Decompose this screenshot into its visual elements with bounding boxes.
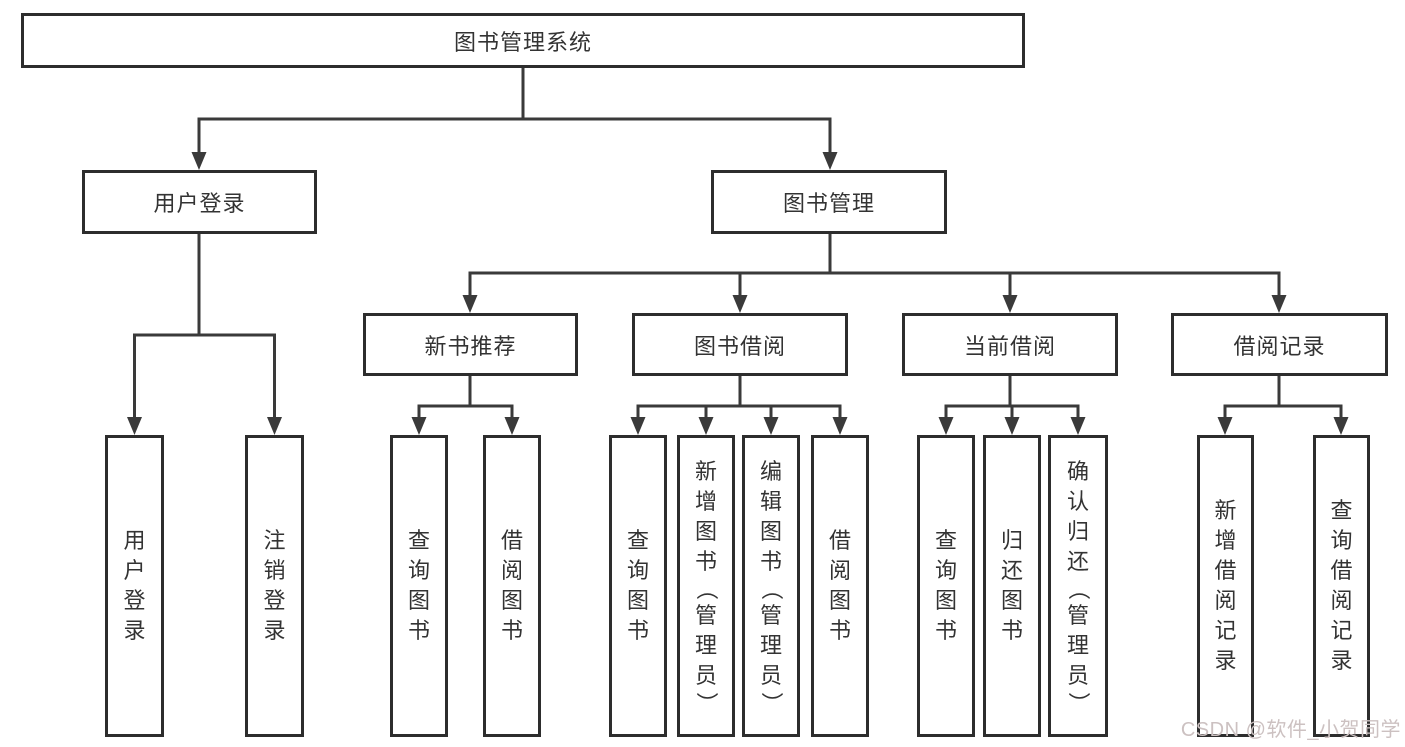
leaf-edit-books-admin: 编辑图书（管理员） — [742, 435, 800, 737]
arrowhead — [1070, 417, 1086, 435]
leaf-borrow-books-recommend: 借阅图书 — [483, 435, 541, 737]
leaf-add-books-admin: 新增图书（管理员） — [677, 435, 735, 737]
node-user-login: 用户登录 — [82, 170, 317, 234]
leaf-query-books-borrowing: 查询图书 — [609, 435, 667, 737]
leaf-add-borrow-record: 新增借阅记录 — [1197, 435, 1254, 737]
arrowhead — [411, 417, 427, 435]
leaf-query-books-current: 查询图书 — [917, 435, 975, 737]
arrowhead — [698, 417, 714, 435]
node-book-management: 图书管理 — [711, 170, 947, 234]
arrowhead — [630, 417, 646, 435]
leaf-query-borrow-record: 查询借阅记录 — [1313, 435, 1370, 737]
leaf-confirm-return-admin: 确认归还（管理员） — [1048, 435, 1108, 737]
node-book-borrowing: 图书借阅 — [632, 313, 848, 376]
arrowhead — [1271, 295, 1287, 313]
leaf-logout: 注销登录 — [245, 435, 304, 737]
node-new-book-recommendation: 新书推荐 — [363, 313, 578, 376]
arrowhead — [822, 152, 838, 170]
arrowhead — [1002, 295, 1018, 313]
node-borrowing-records: 借阅记录 — [1171, 313, 1388, 376]
arrowhead — [504, 417, 520, 435]
arrowhead — [732, 295, 748, 313]
arrowhead — [938, 417, 954, 435]
arrowhead — [191, 152, 207, 170]
leaf-query-books-recommend: 查询图书 — [390, 435, 448, 737]
arrowhead — [462, 295, 478, 313]
arrowhead — [1004, 417, 1020, 435]
leaf-borrow-books: 借阅图书 — [811, 435, 869, 737]
leaf-return-books: 归还图书 — [983, 435, 1041, 737]
arrowhead — [763, 417, 779, 435]
arrowhead — [1333, 417, 1349, 435]
node-library-management-system: 图书管理系统 — [21, 13, 1025, 68]
watermark-text: CSDN @软件_小贺同学 — [1180, 719, 1401, 741]
arrowhead — [267, 417, 282, 435]
leaf-user-login: 用户登录 — [105, 435, 164, 737]
arrowhead — [832, 417, 848, 435]
arrowheads — [127, 152, 1349, 435]
arrowhead — [1217, 417, 1233, 435]
node-current-borrowing: 当前借阅 — [902, 313, 1118, 376]
arrowhead — [127, 417, 142, 435]
